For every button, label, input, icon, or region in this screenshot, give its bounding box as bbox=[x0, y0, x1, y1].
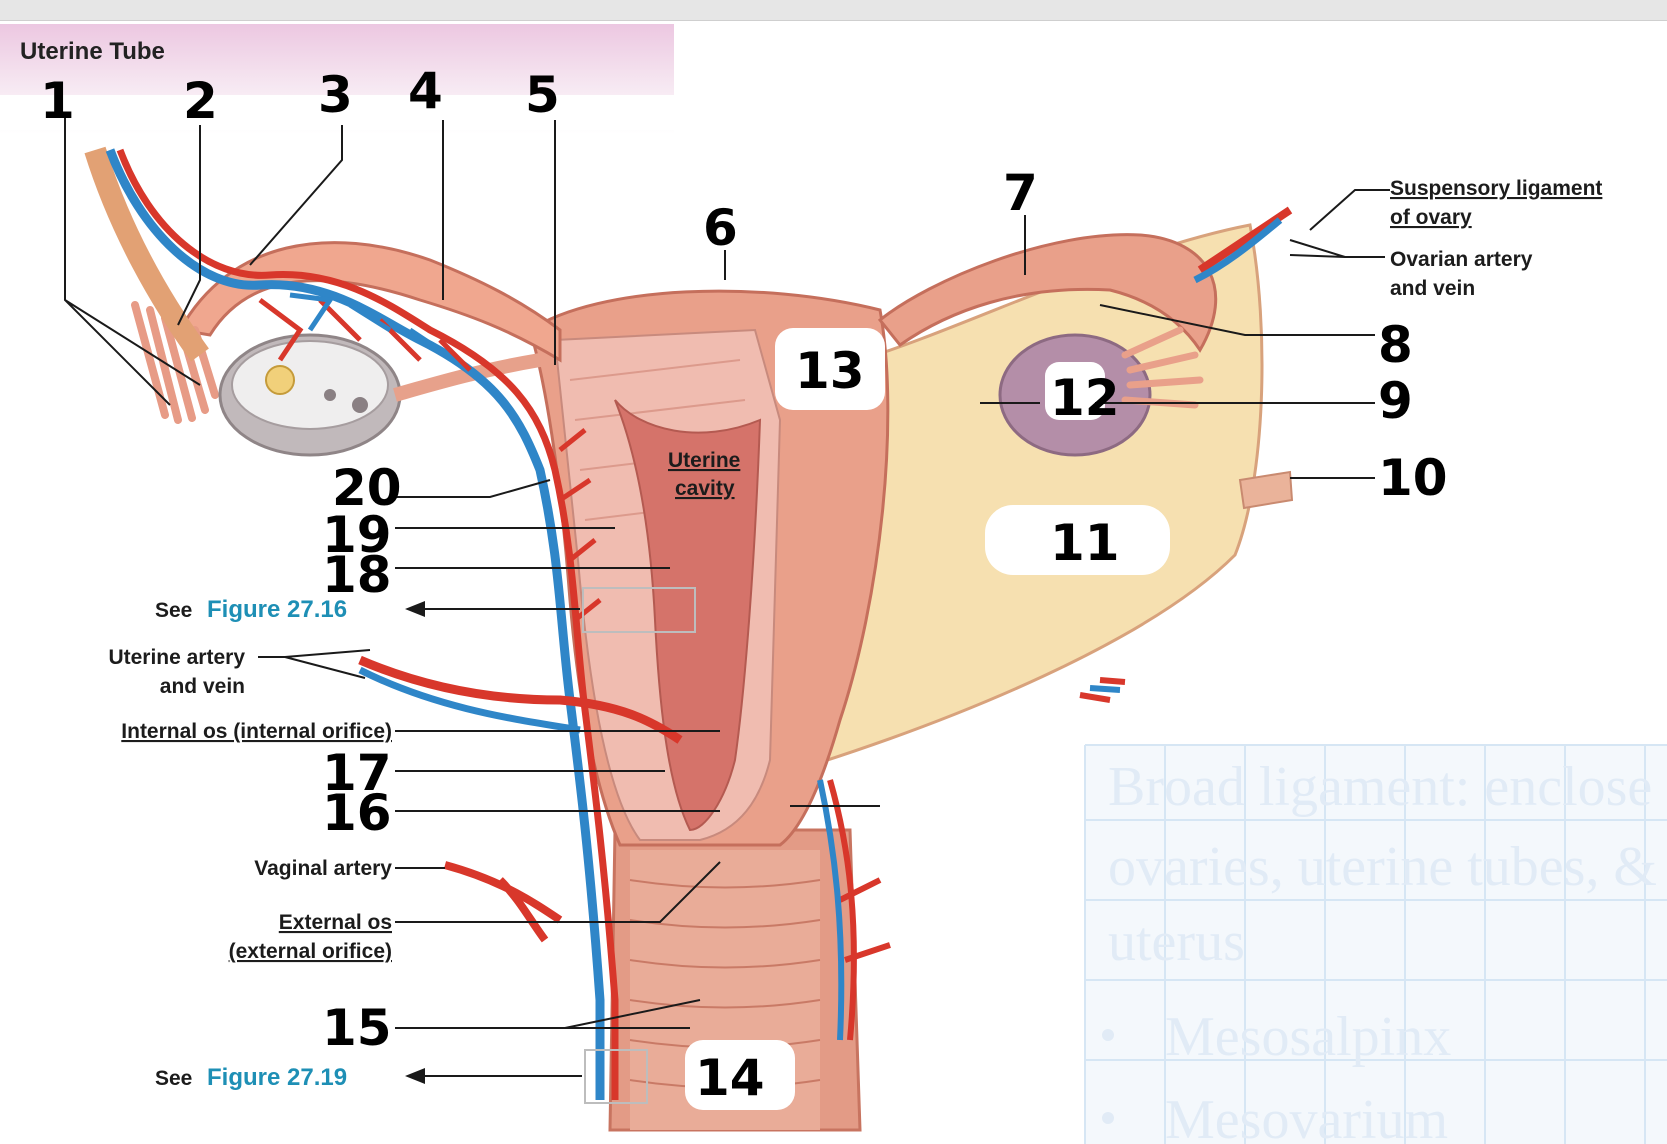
label-vaginal-artery: Vaginal artery bbox=[254, 857, 392, 880]
label-ovarian-artery: Ovarian artery bbox=[1390, 248, 1533, 271]
label-ovarian-artery-2: and vein bbox=[1390, 277, 1475, 300]
label-external-os-2: (external orifice) bbox=[229, 940, 392, 963]
note-bullet-dot bbox=[1102, 1029, 1114, 1041]
num-20: 20 bbox=[332, 459, 402, 517]
num-17: 17 bbox=[322, 744, 392, 802]
note-line-1: Broad ligament: enclose bbox=[1108, 756, 1652, 818]
header-title: Uterine Tube bbox=[20, 38, 165, 65]
label-uterine-cavity-2: cavity bbox=[675, 477, 735, 500]
num-15: 15 bbox=[322, 999, 392, 1057]
note-bullet-1: Mesosalpinx bbox=[1165, 1006, 1451, 1068]
num-5: 5 bbox=[525, 66, 560, 124]
note-bullet-dot bbox=[1102, 1112, 1114, 1124]
label-uterine-artery-2: and vein bbox=[160, 675, 245, 698]
num-8: 8 bbox=[1378, 316, 1413, 374]
num-18: 18 bbox=[322, 546, 392, 604]
note-line-3: uterus bbox=[1108, 911, 1245, 973]
printed-labels: Suspensory ligament of ovary Ovarian art… bbox=[108, 177, 1602, 1091]
leader-lines bbox=[64, 118, 1390, 1084]
window-top-bar bbox=[0, 0, 1667, 21]
note-line-2: ovaries, uterine tubes, & bbox=[1108, 836, 1657, 898]
num-9: 9 bbox=[1378, 372, 1413, 430]
illustration bbox=[84, 146, 1294, 1132]
num-19: 19 bbox=[322, 506, 392, 564]
figure-ref-27-16[interactable]: Figure 27.16 bbox=[207, 596, 347, 623]
label-see: See bbox=[155, 1067, 192, 1090]
label-internal-os: Internal os (internal orifice) bbox=[121, 720, 392, 743]
notebook-grid bbox=[1084, 744, 1667, 1144]
num-12: 12 bbox=[1050, 369, 1120, 427]
label-uterine-cavity: Uterine bbox=[668, 449, 740, 472]
num-3: 3 bbox=[318, 66, 353, 124]
figure-ref-27-19[interactable]: Figure 27.19 bbox=[207, 1064, 347, 1091]
label-see: See bbox=[155, 599, 192, 622]
note-bullet-2: Mesovarium bbox=[1165, 1089, 1448, 1144]
label-suspensory-ligament-2: of ovary bbox=[1390, 206, 1472, 229]
num-14: 14 bbox=[695, 1049, 765, 1107]
num-7: 7 bbox=[1003, 164, 1038, 222]
label-suspensory-ligament: Suspensory ligament bbox=[1390, 177, 1602, 200]
num-16: 16 bbox=[322, 784, 392, 842]
num-11: 11 bbox=[1050, 514, 1120, 572]
num-6: 6 bbox=[703, 199, 738, 257]
num-10: 10 bbox=[1378, 449, 1448, 507]
label-external-os: External os bbox=[279, 911, 392, 934]
num-2: 2 bbox=[183, 72, 218, 130]
whiteout-patches bbox=[0, 95, 1170, 1110]
handwritten-numbers: 1 2 3 4 5 6 7 8 9 10 11 12 13 14 15 16 1… bbox=[40, 62, 1448, 1107]
label-uterine-artery: Uterine artery bbox=[108, 646, 245, 669]
num-1: 1 bbox=[40, 72, 75, 130]
num-13: 13 bbox=[795, 342, 865, 400]
num-4: 4 bbox=[408, 62, 443, 120]
